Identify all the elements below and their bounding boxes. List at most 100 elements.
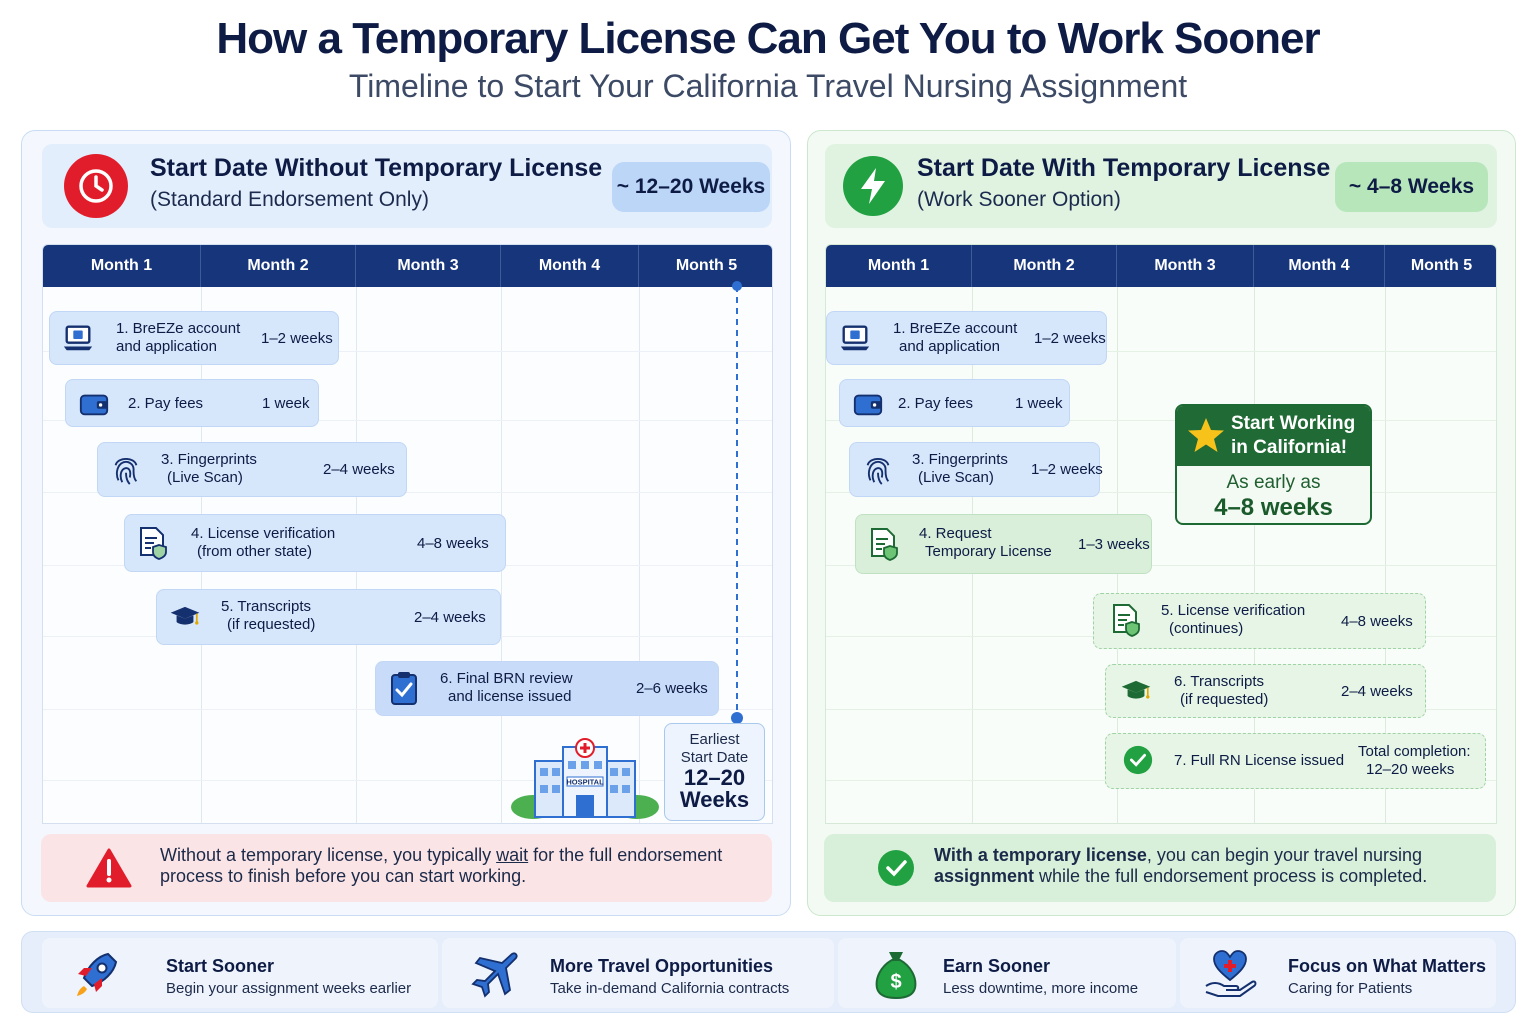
benefit-subtitle: Begin your assignment weeks earlier [166,980,412,997]
task-duration: 1 week [1015,394,1063,412]
task-name: 6. Final BRN review [440,670,573,687]
task-name: 6. Transcripts [1174,673,1265,690]
callout-subtitle: As early as [1226,472,1321,493]
hospital-sign: HOSPITAL [566,778,604,787]
task-detail: (Live Scan) [918,469,994,486]
month-column: Month 4 [501,245,639,287]
panel-header: Start Date Without Temporary License (St… [42,144,772,228]
fingerprint-icon [110,453,142,485]
month-column: Month 5 [1410,257,1473,274]
task-bar: 5. Transcripts(if requested) 2–4 weeks [156,589,501,645]
callout-title: in California! [1231,437,1348,458]
check-circle-icon [872,844,920,892]
month-column: Month 5 [675,257,738,274]
hospital-icon: HOSPITAL [511,738,659,819]
task-duration: 1–3 weeks [1078,535,1150,553]
panel-title: Start Date Without Temporary License [150,154,603,182]
task-name: 5. License verification [1161,602,1306,619]
success-note: With a temporary license, you can begin … [824,834,1496,902]
fingerprint-icon [862,453,894,485]
task-duration: 1–2 weeks [1031,461,1103,478]
benefit-subtitle: Take in-demand California contracts [550,980,790,997]
task-detail: and application [116,338,217,355]
task-duration: 1–2 weeks [261,329,333,347]
earliest-label: Earliest [689,731,740,748]
task-duration: 2–4 weeks [323,461,395,478]
wallet-icon [852,388,884,420]
heart-hand-icon [1202,946,1258,1002]
month-column: Month 2 [201,245,356,287]
task-name: 1. BreEZe account [893,320,1018,337]
total-completion-label: Total completion: [1358,743,1471,760]
note-text: , you can begin your travel nursing [1146,845,1423,865]
task-bar: 6. Transcripts(if requested) 2–4 weeks [1105,664,1426,718]
task-detail: (continues) [1169,620,1244,637]
task-bar: 2. Pay fees 1 week [839,379,1070,427]
document-shield-icon [137,527,169,560]
task-detail: Temporary License [925,543,1052,560]
total-completion-value: 12–20 weeks [1366,761,1455,778]
benefit-title: Earn Sooner [943,956,1051,976]
task-detail: and application [899,338,1000,355]
airplane-icon [468,946,524,1002]
benefit-card: Focus on What Matters Caring for Patient… [1180,938,1496,1008]
task-name: 4. License verification [191,525,336,542]
task-duration: 2–4 weeks [414,608,486,626]
lightning-icon [843,156,903,216]
task-detail: (Live Scan) [167,469,243,486]
task-name: 7. Full RN License issued [1174,752,1345,769]
benefit-subtitle: Caring for Patients [1288,980,1413,997]
panel-title: Start Date With Temporary License [917,154,1331,182]
task-duration: 2–4 weeks [1341,682,1413,700]
star-icon [1188,418,1224,452]
clock-icon [64,154,128,218]
task-bar: 2. Pay fees 1 week [65,379,319,427]
clipboard-check-icon [388,672,420,705]
rocket-icon [68,946,124,1002]
panel-subtitle: (Work Sooner Option) [917,188,1121,211]
month-column: Month 3 [1117,245,1254,287]
month-column: Month 3 [356,245,501,287]
document-shield-icon [1110,604,1142,637]
note-text: while the full endorsement process is co… [1034,866,1428,886]
laptop-icon [839,322,871,354]
graduation-cap-icon [169,601,201,633]
task-name: 4. Request [919,525,992,542]
graduation-cap-icon [1120,675,1152,707]
page-subtitle: Timeline to Start Your California Travel… [348,68,1188,104]
month-column: Month 4 [1254,245,1385,287]
duration-badge: ~ 12–20 Weeks [612,162,770,212]
task-duration: 4–8 weeks [417,534,489,552]
wallet-icon [78,388,110,420]
svg-text:$: $ [890,971,901,993]
task-detail: and license issued [448,688,572,705]
task-duration: 2–6 weeks [636,680,708,697]
warning-note: Without a temporary license, you typical… [41,834,772,902]
task-name: 1. BreEZe account [116,320,241,337]
note-emphasis: wait [496,845,529,865]
note-emphasis: With a temporary license [934,845,1147,865]
month-column: Month 2 [972,245,1117,287]
task-name: 2. Pay fees [898,395,974,412]
page-title: How a Temporary License Can Get You to W… [216,14,1320,63]
task-name: 3. Fingerprints [912,451,1008,468]
earliest-value: 12–20 [683,765,746,790]
note-emphasis: assignment [934,866,1035,886]
warning-icon [85,844,133,892]
benefit-card: $ Earn Sooner Less downtime, more income [838,938,1176,1008]
task-duration: 1 week [262,394,310,412]
earliest-label: Start Date [680,749,749,766]
benefit-subtitle: Less downtime, more income [943,980,1139,997]
task-bar: 5. License verification(continues) 4–8 w… [1093,593,1426,649]
task-bar: 3. Fingerprints(Live Scan) 2–4 weeks [97,442,407,497]
task-bar: 7. Full RN License issued Total completi… [1105,733,1486,789]
note-text: Without a temporary license, you typical… [160,845,497,865]
task-name: 2. Pay fees [128,395,204,412]
panel-header: Start Date With Temporary License (Work … [825,144,1497,228]
